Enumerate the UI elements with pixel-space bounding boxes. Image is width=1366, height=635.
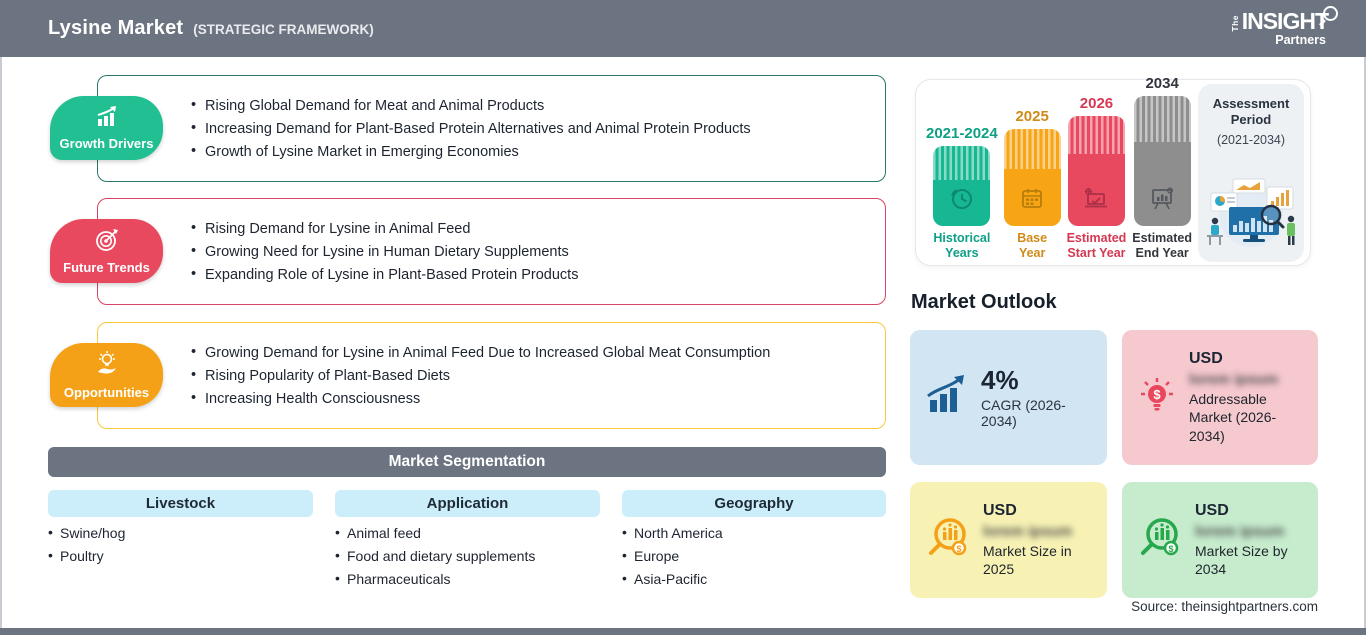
application-item: Animal feed — [335, 524, 535, 541]
svg-text:$: $ — [1153, 387, 1161, 402]
opportunities-label: Opportunities — [63, 385, 150, 400]
opportunity-item: Growing Demand for Lysine in Animal Feed… — [191, 344, 885, 361]
growth-drivers-badge: Growth Drivers — [50, 96, 163, 160]
logo-the-text: The — [1230, 14, 1241, 32]
market-size-2034-card: $ USD lorem ipsum Market Size by 2034 — [1122, 482, 1318, 598]
target-dart-icon — [94, 227, 120, 258]
assessment-period-panel: Assessment Period (2021-2034) — [1198, 84, 1304, 262]
growth-driver-item: Rising Global Demand for Meat and Animal… — [191, 97, 885, 114]
cagr-label: CAGR (2026-2034) — [981, 396, 1066, 429]
opportunity-item: Rising Popularity of Plant-Based Diets — [191, 367, 885, 384]
application-item: Food and dietary supplements — [335, 547, 535, 564]
future-trend-item: Expanding Role of Lysine in Plant-Based … — [191, 266, 885, 283]
analytics-illustration — [1203, 177, 1299, 254]
future-trend-item: Rising Demand for Lysine in Animal Feed — [191, 220, 885, 237]
svg-text:$: $ — [1168, 544, 1173, 554]
opportunity-item: Increasing Health Consciousness — [191, 390, 885, 407]
market-size-2034-currency: USD — [1195, 501, 1229, 519]
page-title: Lysine Market (STRATEGIC FRAMEWORK) — [48, 17, 374, 40]
base-year-value: 2025 — [1015, 108, 1049, 125]
market-size-2034-label: Market Size by 2034 — [1195, 542, 1288, 577]
bulb-dollar-icon: $ — [1136, 372, 1178, 423]
magnifier-icon — [1323, 6, 1338, 22]
report-title: Lysine Market — [48, 17, 184, 39]
footer-bar — [0, 628, 1366, 635]
market-outlook-title: Market Outlook — [911, 291, 1057, 313]
content-frame — [0, 57, 1366, 628]
livestock-list: Swine/hog Poultry — [48, 524, 125, 571]
segment-header-geography: Geography — [622, 490, 886, 517]
geography-list: North America Europe Asia-Pacific — [622, 524, 723, 594]
future-trends-label: Future Trends — [63, 260, 150, 275]
future-trend-item: Growing Need for Lysine in Human Dietary… — [191, 243, 885, 260]
calendar-icon — [1022, 189, 1043, 208]
history-clock-icon — [950, 189, 972, 209]
svg-text:$: $ — [956, 544, 961, 554]
growth-chart-icon — [93, 105, 121, 134]
report-subtitle: (STRATEGIC FRAMEWORK) — [193, 22, 374, 37]
application-item: Pharmaceuticals — [335, 570, 535, 587]
logo-partners-text: Partners — [1275, 33, 1326, 48]
opportunities-badge: Opportunities — [50, 343, 163, 407]
application-list: Animal feed Food and dietary supplements… — [335, 524, 535, 594]
growth-driver-item: Increasing Demand for Plant-Based Protei… — [191, 120, 885, 137]
market-size-2025-masked-value: lorem ipsum — [983, 522, 1073, 540]
growth-drivers-label: Growth Drivers — [59, 136, 154, 151]
cagr-value: 4% — [981, 365, 1019, 396]
historical-years-range: 2021-2024 — [926, 125, 998, 142]
logo-insight-text: INSIGHT — [1241, 8, 1329, 35]
estimated-start-year-value: 2026 — [1079, 95, 1114, 112]
source-attribution: Source: theinsightpartners.com — [1131, 599, 1318, 614]
growth-drivers-box: Rising Global Demand for Meat and Animal… — [97, 75, 886, 182]
assessment-period-title: Assessment Period — [1212, 96, 1290, 128]
addressable-market-masked-value: lorem ipsum — [1189, 371, 1279, 389]
future-trends-box: Rising Demand for Lysine in Animal Feed … — [97, 198, 886, 305]
magnifier-chart-icon: $ — [1136, 514, 1184, 567]
livestock-item: Poultry — [48, 547, 125, 564]
opportunities-box: Growing Demand for Lysine in Animal Feed… — [97, 322, 886, 429]
bar-growth-icon — [924, 374, 970, 421]
base-bar — [1003, 129, 1061, 226]
geography-item: Europe — [622, 547, 723, 564]
geography-item: Asia-Pacific — [622, 570, 723, 587]
end-bar — [1133, 96, 1191, 226]
insight-partners-logo: The INSIGHT Partners — [1196, 6, 1338, 48]
assessment-period-range: (2021-2034) — [1216, 132, 1286, 147]
magnifier-chart-icon: $ — [924, 514, 972, 567]
computer-gear-icon — [1085, 187, 1108, 208]
segment-header-livestock: Livestock — [48, 490, 313, 517]
growth-driver-item: Growth of Lysine Market in Emerging Econ… — [191, 143, 885, 160]
addressable-market-card: $ USD lorem ipsum Addressable Market (20… — [1122, 330, 1318, 465]
future-trends-badge: Future Trends — [50, 219, 163, 283]
addressable-market-currency: USD — [1189, 350, 1223, 368]
presentation-chart-icon — [1152, 187, 1174, 210]
market-size-2025-label: Market Size in 2025 — [983, 542, 1072, 577]
geography-item: North America — [622, 524, 723, 541]
market-size-2025-currency: USD — [983, 501, 1017, 519]
header-bar: Lysine Market (STRATEGIC FRAMEWORK) The … — [0, 0, 1366, 57]
market-segmentation-header: Market Segmentation — [48, 447, 886, 477]
addressable-market-label: Addressable Market (2026-2034) — [1189, 391, 1277, 444]
segment-header-application: Application — [335, 490, 600, 517]
historical-bar — [933, 146, 991, 226]
bulb-hand-icon — [93, 350, 121, 383]
market-size-2034-masked-value: lorem ipsum — [1195, 522, 1285, 540]
estimated-end-year-value: 2034 — [1145, 75, 1179, 92]
livestock-item: Swine/hog — [48, 524, 125, 541]
market-size-2025-card: $ USD lorem ipsum Market Size in 2025 — [910, 482, 1107, 598]
cagr-card: 4% CAGR (2026-2034) — [910, 330, 1107, 465]
start-bar — [1067, 116, 1125, 226]
